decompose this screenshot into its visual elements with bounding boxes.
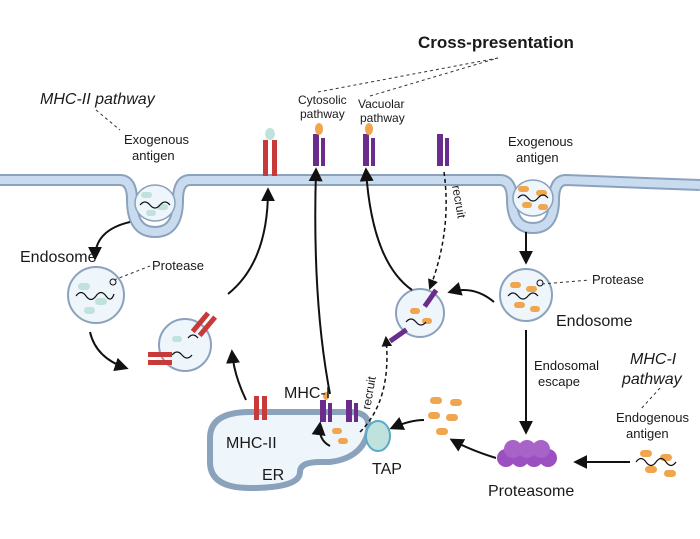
label-exo-antigen-left-l2: antigen — [132, 148, 175, 163]
label-recruit-mid: recruit — [359, 375, 379, 411]
label-mhc1: MHC-I — [284, 385, 330, 402]
label-endogenous-l2: antigen — [626, 426, 669, 441]
er-mhc1 — [320, 392, 358, 444]
arrows — [88, 167, 630, 469]
label-mhc1-pathway-l2: pathway — [621, 371, 683, 388]
label-protease-right: Protease — [592, 272, 644, 287]
endoplasmic-reticulum — [207, 409, 372, 492]
label-endosomal-escape-l1: Endosomal — [534, 358, 599, 373]
er-mhc2 — [254, 396, 267, 420]
endosome-vacuolar-loading — [388, 288, 445, 344]
endosome-mhc2-loading — [148, 311, 218, 372]
leader-lines — [95, 57, 661, 411]
label-vacuolar-l2: pathway — [360, 111, 405, 125]
label-protease-left: Protease — [152, 258, 204, 273]
endosome-right — [499, 268, 553, 322]
title-cross-presentation: Cross-presentation — [418, 33, 574, 52]
endogenous-antigen — [635, 450, 677, 477]
plasma-membrane — [0, 174, 700, 238]
label-mhc2: MHC-II — [226, 435, 277, 452]
label-vacuolar-l1: Vacuolar — [358, 97, 404, 111]
label-tap: TAP — [372, 461, 402, 478]
endosome-left — [67, 266, 125, 324]
exogenous-antigen-right-invagination — [512, 179, 554, 217]
label-er: ER — [262, 467, 284, 484]
dashed-arrows — [359, 171, 447, 433]
tap-transporter — [365, 420, 391, 452]
label-endosomal-escape-l2: escape — [538, 374, 580, 389]
label-exo-antigen-right-l2: antigen — [516, 150, 559, 165]
label-endosome-right: Endosome — [556, 313, 633, 330]
label-mhc1-pathway-l1: MHC-I — [630, 351, 677, 368]
exogenous-antigen-left-invagination — [134, 184, 176, 222]
label-exo-antigen-right-l1: Exogenous — [508, 134, 574, 149]
label-cytosolic-l2: pathway — [300, 107, 345, 121]
proteasome — [497, 440, 557, 467]
label-recruit-top: recruit — [449, 184, 469, 220]
label-mhc2-pathway: MHC-II pathway — [40, 91, 156, 108]
label-endogenous-l1: Endogenous — [616, 410, 690, 425]
label-cytosolic-l1: Cytosolic — [298, 93, 347, 107]
surface-mhc1-cytosolic — [313, 123, 325, 166]
label-exo-antigen-left-l1: Exogenous — [124, 132, 190, 147]
label-proteasome: Proteasome — [488, 483, 574, 500]
surface-mhc1-empty — [437, 134, 449, 166]
surface-mhc2 — [263, 128, 277, 176]
surface-mhc1-vacuolar — [363, 123, 375, 166]
peptide-fragments — [428, 397, 462, 435]
label-endosome-left: Endosome — [20, 249, 97, 266]
